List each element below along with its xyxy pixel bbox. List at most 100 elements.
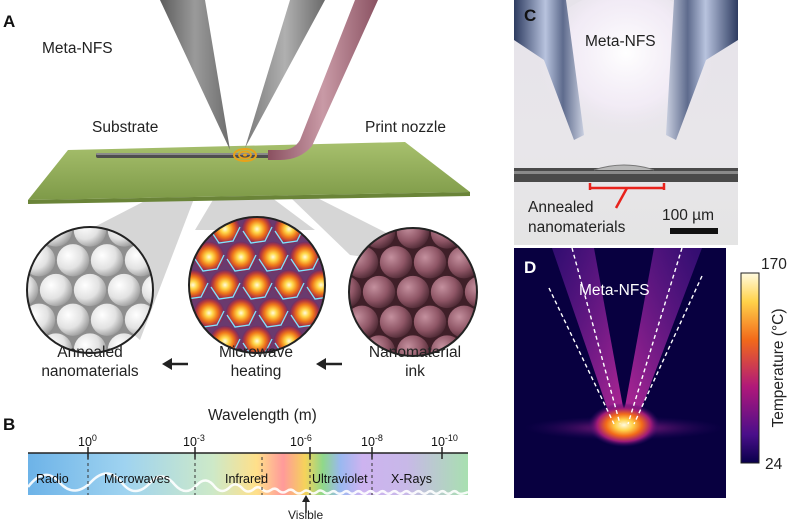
sphere: [305, 269, 325, 301]
field-line: [290, 254, 321, 272]
field-line: [226, 310, 257, 328]
sphere: [413, 246, 447, 279]
left-beam: [552, 248, 626, 428]
panel-letter-b: B: [3, 415, 16, 434]
colorbar-title: Temperature (°C): [770, 308, 787, 428]
sphere: [321, 297, 325, 329]
panel-c-title: Meta-NFS: [585, 33, 656, 50]
colorbar-min-label: 24: [765, 456, 783, 473]
sphere: [241, 269, 273, 301]
sphere: [209, 269, 241, 301]
sphere: [39, 273, 73, 307]
sphere: [241, 217, 273, 245]
sphere: [107, 273, 141, 307]
sphere: [189, 269, 209, 301]
colorbar-max-label: 170: [761, 256, 787, 273]
sphere: [273, 269, 305, 301]
sphere: [141, 273, 153, 307]
sphere: [396, 228, 430, 249]
sphere: [241, 325, 273, 353]
stage-ink-label: Nanomaterial ink: [368, 344, 462, 380]
stage-annealed-label: Annealed nanomaterials: [41, 344, 139, 380]
annotation-bracket: [588, 183, 666, 209]
thermal-map: [514, 248, 760, 498]
print-nozzle: [268, 0, 378, 160]
sphere: [289, 297, 321, 329]
sphere: [482, 187, 500, 219]
sphere: [90, 244, 124, 277]
sphere: [193, 297, 225, 329]
field-line: [258, 310, 289, 328]
field-line: [194, 254, 225, 272]
sphere: [0, 333, 4, 365]
wavelength-axis-title: Wavelength (m): [208, 407, 317, 424]
field-line: [210, 226, 241, 244]
band-ultraviolet: Ultraviolet: [312, 472, 368, 486]
process-arrow-left: [162, 358, 188, 370]
microwave-focus-icon: [233, 148, 257, 162]
sphere: [499, 216, 500, 248]
band-microwaves: Microwaves: [104, 472, 170, 486]
field-line: [189, 282, 209, 300]
sphere: [225, 297, 257, 329]
panel-a: A Meta-NFS Substrate Print nozzle Anneal…: [0, 0, 500, 400]
sphere: [379, 246, 413, 279]
sphere: [73, 273, 107, 307]
panel-b: B Wavelength (m): [0, 395, 500, 523]
sphere: [482, 306, 500, 338]
left-probe: [160, 0, 230, 150]
substrate-label: Substrate: [92, 119, 159, 136]
field-line: [189, 310, 193, 328]
visible-arrow: [302, 495, 310, 513]
sphere: [159, 363, 191, 395]
sphere: [159, 304, 191, 336]
band-xrays: X-Rays: [391, 472, 432, 486]
field-line: [355, 199, 384, 215]
sphere: [396, 335, 430, 356]
sphere: [413, 305, 447, 338]
tick-label-0: 100: [78, 433, 97, 450]
sphere: [0, 214, 4, 246]
field-line: [274, 282, 305, 300]
sphere: [379, 305, 413, 338]
sphere: [0, 185, 21, 217]
panel-letter-c: C: [524, 6, 537, 25]
sphere: [225, 241, 257, 273]
hotspot: [588, 403, 660, 447]
sphere: [362, 275, 396, 309]
visible-label: Visible: [288, 508, 324, 522]
field-line: [322, 254, 325, 272]
process-arrow-right: [316, 358, 342, 370]
sphere: [482, 246, 500, 278]
sphere: [73, 333, 107, 353]
sphere: [193, 241, 225, 273]
field-line: [242, 338, 273, 353]
scale-bar: [670, 228, 718, 234]
sphere: [27, 273, 39, 307]
band-radio: Radio: [36, 472, 69, 486]
sphere: [257, 241, 289, 273]
sphere: [0, 244, 21, 276]
sphere: [27, 244, 56, 277]
band-infrared: Infrared: [225, 472, 269, 486]
panel-d-title: Meta-NFS: [579, 282, 650, 299]
sphere: [27, 303, 56, 336]
sphere: [289, 241, 321, 273]
sphere: [464, 275, 477, 309]
field-line: [226, 254, 257, 272]
panel-c: C Meta-NFS Annealed nanomaterials 100 µm: [514, 0, 738, 245]
sphere: [0, 274, 4, 306]
right-tip: [666, 0, 738, 140]
sphere: [0, 304, 21, 336]
tick-label-3: 10-8: [361, 433, 383, 450]
panel-a-illustration: [0, 0, 500, 395]
annealed-annotation: Annealed nanomaterials: [528, 199, 626, 236]
panel-letter-a: A: [3, 12, 16, 31]
colorbar: [740, 272, 760, 464]
field-line: [242, 282, 273, 300]
panel-letter-d: D: [524, 258, 537, 277]
right-probe: [245, 0, 325, 148]
sphere: [499, 276, 500, 308]
sphere: [0, 363, 21, 395]
panel-a-title: Meta-NFS: [42, 40, 113, 57]
